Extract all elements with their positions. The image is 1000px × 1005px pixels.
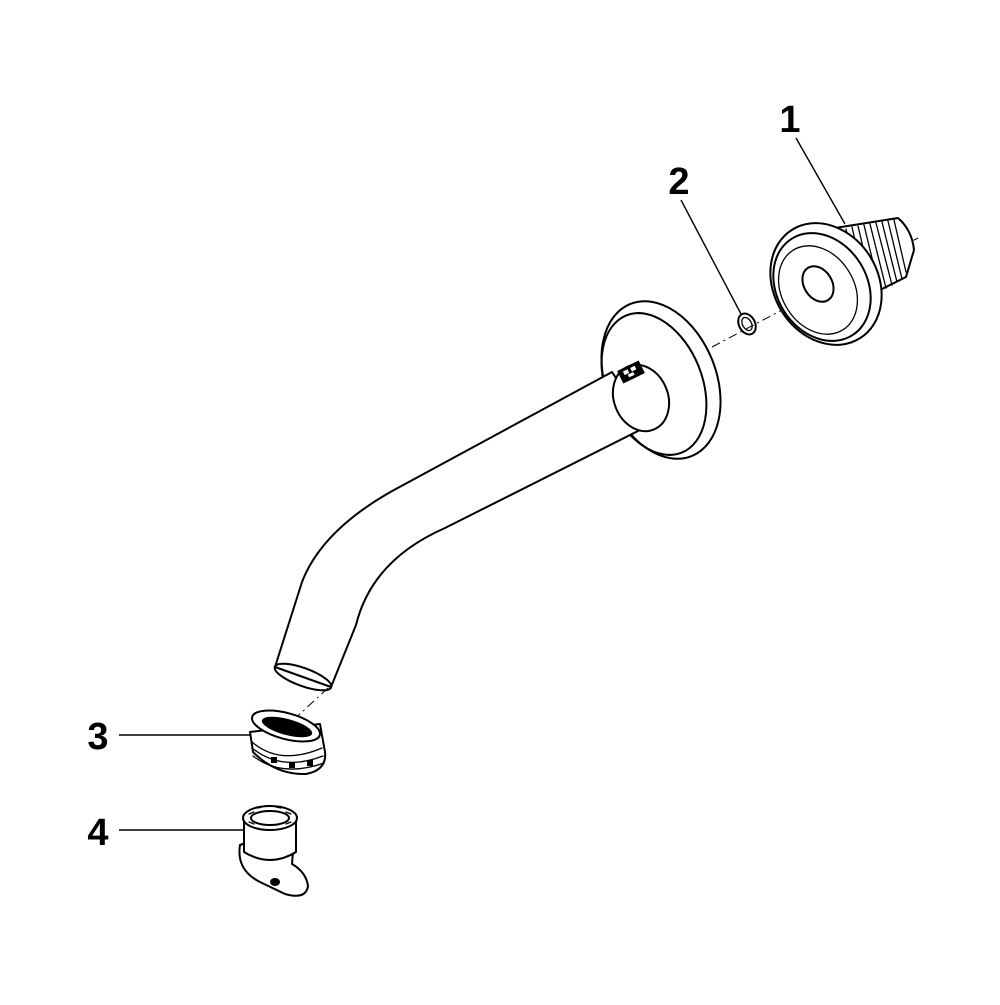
spout (273, 300, 722, 692)
part-3-aerator (249, 709, 327, 776)
callout-label-3: 3 (87, 716, 108, 758)
part-1-wall-connector (769, 217, 915, 346)
part-4-aerator-key (238, 805, 309, 897)
callout-label-2: 2 (668, 161, 689, 203)
callout-label-4: 4 (87, 812, 108, 854)
callout-leaders (119, 137, 846, 831)
part-2-o-ring (737, 312, 757, 336)
callout-label-1: 1 (779, 99, 800, 141)
